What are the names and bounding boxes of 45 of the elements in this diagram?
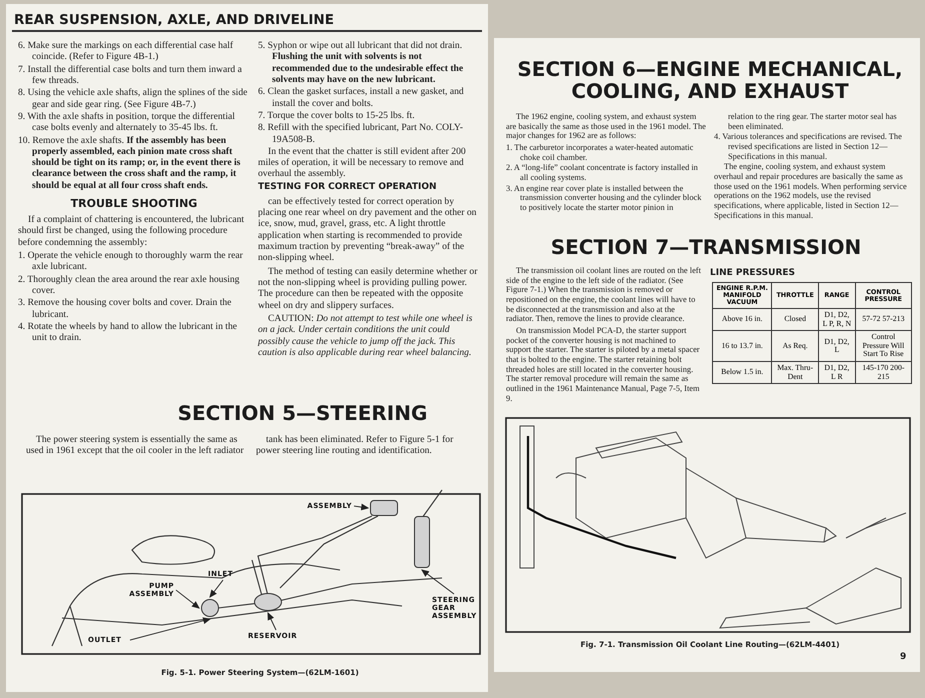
paragraph: In the event that the chatter is still evident after 200 miles of operation, it will be necessary to remove and overhaul the assembly.	[258, 146, 467, 180]
list-item: 4. Rotate the wheels by hand to allow the lubricant in the unit to drain.	[18, 320, 238, 344]
paragraph: On transmission Model PCA-D, the starter support pocket of the converter housing is not machined to support the starter. The starter is piloted by a metal spacer that is bolted to the engine. The starter retaining bolt threaded holes are still located in the converter housing. The starter removal procedure will remain the same as outlined in the 1961 Maintenance Manual, Page 7-5, Item 9.	[506, 326, 701, 404]
paragraph: relation to the ring gear. The starter motor seal has been eliminated.	[727, 112, 898, 132]
paragraph: The method of testing can easily determine whether or not the non-slipping wheel is providing pulling power. The procedure can then be repeated with the opposite wheel on dry and slippery surfaces.	[258, 266, 478, 311]
list-item: 7. Install the differential case bolts and turn them inward a few threads.	[18, 64, 243, 86]
list-item: 8. Using the vehicle axle shafts, align the splines of the side gear and side gear ring. (See Figure 4B-7.)	[18, 87, 248, 110]
subheading: LINE PRESSURES	[710, 268, 796, 278]
list-item: 1. The carburetor incorporates a water-heated automatic choke coil chamber.	[506, 142, 694, 162]
list-item: 6. Make sure the markings on each differential case half coincide. (Refer to Figure 4B-1.)	[18, 40, 234, 63]
section-heading: SECTION 6—ENGINE MECHANICAL, COOLING, AND EXHAUST	[516, 58, 904, 102]
paragraph: The engine, cooling system, and exhaust system overhaul and repair procedures are basically the same as those used on the 1961 models. When performing service operations on the 1962 models, use the revised specifications, where applicable, listed in Section 12—Specifications in this manual.	[714, 162, 908, 220]
list-item: 9. With the axle shafts in position, torque the differential case bolts evenly and alternately to 35-45 lbs. ft.	[18, 110, 236, 134]
list-item: 1. Operate the vehicle enough to thoroughly warm the rear axle lubricant.	[18, 250, 244, 273]
paragraph: If a complaint of chattering is encountered, the lubricant should first be changed, using the following procedure before condemning the assembly:	[18, 214, 246, 248]
assembly-part	[414, 516, 430, 568]
leader-line	[268, 612, 276, 630]
paragraph: CAUTION: Do not attempt to test while one wheel is on a jack. Under certain conditions the unit could possibly cause the vehicle to jump off the jack. This caution is also applicable during rear wheel balancing.	[258, 312, 474, 358]
list-item: 2. Thoroughly clean the area around the rear axle housing cover.	[18, 274, 240, 296]
list-item: 6. Clean the gasket surfaces, install a new gasket, and install the cover and bolts.	[258, 86, 465, 109]
section-heading: SECTION 5—STEERING	[176, 402, 428, 424]
leader-line	[176, 590, 200, 609]
list-item: 3. Remove the housing cover bolts and cover. Drain the lubricant.	[18, 297, 232, 320]
list-item: 7. Torque the cover bolts to 15-25 lbs. ft.	[258, 110, 416, 122]
list-item: 8. Refill with the specified lubricant, Part No. COLY-19A508-B.	[258, 122, 464, 145]
paragraph: The power steering system is essentially the same as used in 1961 except that the oil cooler in the left radiator	[26, 434, 245, 457]
leader-line	[130, 617, 212, 640]
running-head: REAR SUSPENSION, AXLE, AND DRIVELINE	[14, 12, 335, 28]
page-number: 9	[900, 652, 908, 662]
list-item: 2. A “long-life” coolant concentrate is factory installed in all cooling systems.	[506, 163, 699, 183]
paragraph: The transmission oil coolant lines are routed on the left side of the engine to the left side of the radiator. (See Figure 7-1.) When the transmission is removed or repositioned on the engine, the coolant lines will have to be disconnected at the transmission and also at the radiator. Then, remove the lines to provide clearance.	[506, 266, 702, 324]
leader-line	[209, 580, 224, 598]
paragraph: can be effectively tested for correct operation by placing one rear wheel on dry pavement and the other on ice, snow, mud, gravel, grass, etc. A light throttle application when starting is recommended to provide maximum traction by preventing “break-away” of the non-slipping wheel.	[258, 196, 478, 264]
paragraph: tank has been eliminated. Refer to Figure 5-1 for power steering line routing and identification.	[256, 434, 454, 457]
assembly-part	[370, 500, 398, 516]
list-item: 3. An engine rear cover plate is installed between the transmission converter housing and the cylinder block to positively locate the starter motor pinion in	[506, 184, 702, 213]
list-item: 4. Various tolerances and specifications are revised. The revised specifications are listed in Section 12—Specifications in this manual.	[714, 132, 903, 162]
leader-line	[421, 569, 454, 594]
subheading: TESTING FOR CORRECT OPERATION	[258, 182, 438, 192]
list-item: 5. Syphon or wipe out all lubricant that did not drain. Flushing the unit with solvents is not recommended due to the undesirable effect the solvents may have on the new lubricant.	[258, 40, 464, 86]
leader-line	[354, 504, 370, 510]
paragraph: The 1962 engine, cooling system, and exhaust system are basically the same as those used in the 1961 model. The major changes for 1962 are as follows:	[506, 112, 706, 141]
section-heading: SECTION 7—TRANSMISSION	[550, 236, 862, 258]
list-item: 10. Remove the axle shafts. If the assembly has been properly assembled, each pinion mate cross shaft should be tight on its ramp; or, in the event there is clearance between the cross shaft and the ramp, it should be equal at all four cross shaft ends.	[18, 134, 242, 192]
subheading: TROUBLE SHOOTING	[70, 197, 198, 210]
